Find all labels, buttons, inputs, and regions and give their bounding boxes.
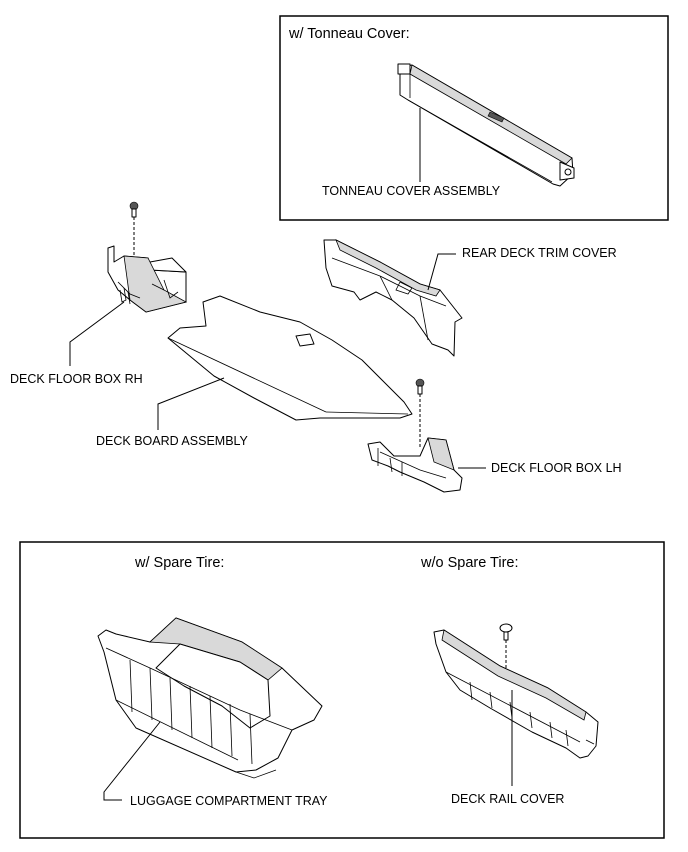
luggage-compartment-tray-leader <box>103 721 161 801</box>
spare-tire-panel-header: w/ Spare Tire: <box>134 555 224 571</box>
rear-deck-trim-cover-part <box>323 239 463 357</box>
deck-board-assembly-label: DECK BOARD ASSEMBLY <box>96 434 249 448</box>
tonneau-cover-assembly-label: TONNEAU COVER ASSEMBLY <box>322 184 501 198</box>
deck-floor-box-rh-label: DECK FLOOR BOX RH <box>10 372 143 386</box>
deck-floor-box-lh-label: DECK FLOOR BOX LH <box>491 461 622 475</box>
deck-rail-cover-label: DECK RAIL COVER <box>451 792 564 806</box>
tonneau-cover-panel-header: w/ Tonneau Cover: <box>288 26 410 42</box>
no-spare-tire-panel-header: w/o Spare Tire: <box>420 555 519 571</box>
rear-deck-trim-cover-leader <box>427 253 456 291</box>
deck-rail-cover-part <box>433 629 599 759</box>
deck-floor-box-rh-leader <box>69 301 125 366</box>
deck-board-assembly-leader <box>157 377 225 430</box>
luggage-compartment-tray-label: LUGGAGE COMPARTMENT TRAY <box>130 794 328 808</box>
clip-icon-rh <box>129 201 139 218</box>
deck-floor-box-lh-part <box>367 437 463 493</box>
rear-deck-trim-cover-label: REAR DECK TRIM COVER <box>462 246 617 260</box>
deck-board-assembly-part <box>167 295 413 421</box>
luggage-compartment-tray-part <box>97 617 323 779</box>
clip-icon-rail <box>499 623 513 641</box>
deck-floor-box-rh-part <box>107 245 188 313</box>
clip-icon-lh <box>415 378 425 395</box>
tonneau-cover-assembly-part <box>397 63 575 187</box>
